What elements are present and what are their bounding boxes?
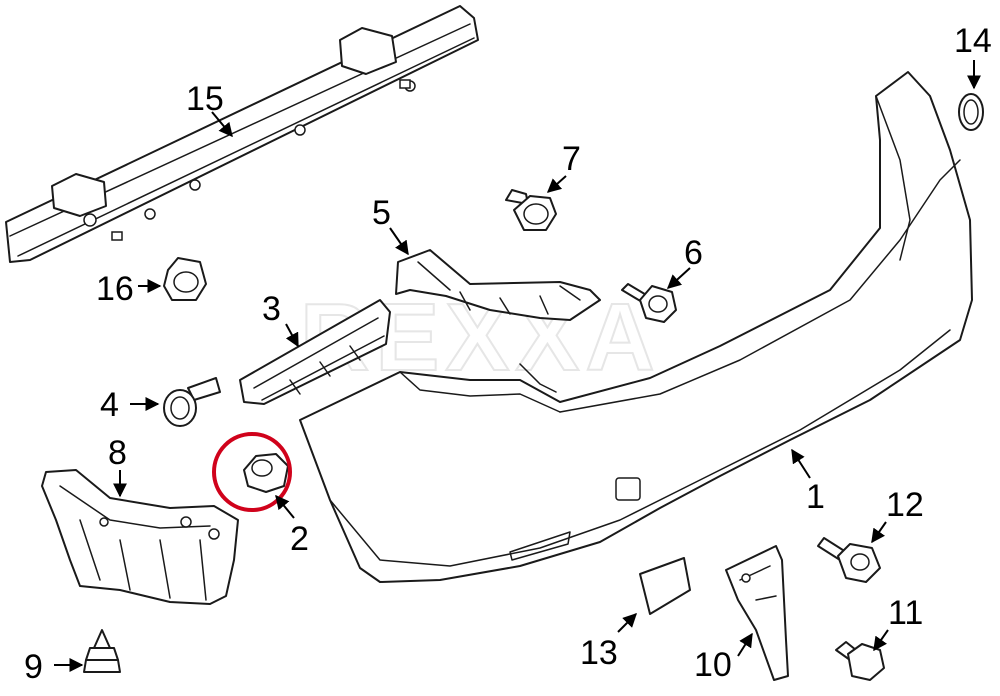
part-14-ring: [958, 93, 984, 131]
part-6-bolt: [621, 283, 677, 323]
highlight-circle: [212, 432, 292, 512]
callout-15: 15: [186, 80, 224, 118]
callout-7: 7: [562, 140, 581, 178]
callout-11: 11: [888, 594, 923, 632]
callout-9: 9: [24, 648, 43, 686]
part-16-clip: [163, 257, 207, 301]
part-4-screw: [163, 377, 221, 427]
part-12-bolt: [817, 537, 881, 583]
part-9-push-pin: [83, 629, 121, 673]
callout-labels: 15 16 14 7 5 6 3 4 8 2 1 12 11 13 10 9: [24, 22, 992, 686]
part-2-retainer: [212, 432, 292, 512]
callout-13: 13: [580, 634, 618, 672]
part-13-tow-hook-cover: [639, 557, 691, 615]
callout-3: 3: [262, 290, 281, 328]
part-7-push-clip: [505, 189, 557, 231]
callout-8: 8: [108, 434, 127, 472]
callout-16: 16: [96, 270, 134, 308]
part-11-clip: [835, 641, 885, 681]
part-1-bumper-cover: [299, 71, 973, 583]
part-10-bracket: [725, 545, 789, 681]
callout-1: 1: [806, 478, 825, 516]
part-5-bracket: [395, 249, 601, 321]
callout-6: 6: [684, 234, 703, 272]
part-8-splash-guard: [41, 469, 239, 605]
callout-12: 12: [886, 486, 924, 524]
part-15-reinforcement-beam: [5, 5, 479, 263]
part-3-side-bracket: [239, 299, 391, 405]
callout-4: 4: [100, 386, 119, 424]
callout-5: 5: [372, 194, 391, 232]
leader-lines: [54, 60, 981, 672]
callout-2: 2: [290, 520, 309, 558]
callout-10: 10: [694, 646, 732, 684]
callout-14: 14: [954, 22, 992, 60]
